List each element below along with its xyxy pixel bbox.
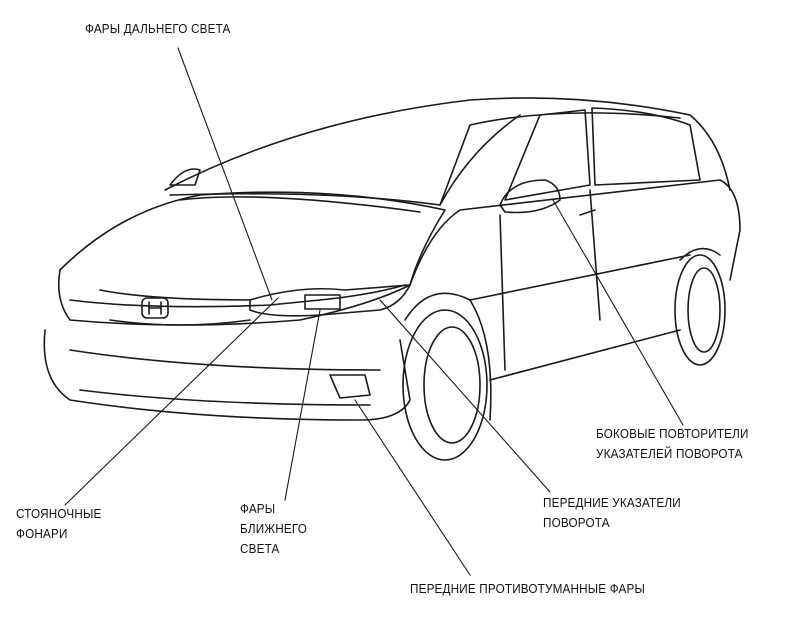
label-high-beam: ФАРЫ ДАЛЬНЕГО СВЕТА xyxy=(85,19,231,39)
leader-fog xyxy=(354,399,471,576)
label-line: БОКОВЫЕ ПОВТОРИТЕЛИ xyxy=(596,426,749,441)
label-line: СТОЯНОЧНЫЕ xyxy=(16,506,102,521)
leader-side-repeaters xyxy=(552,199,684,426)
label-line: УКАЗАТЕЛЕЙ ПОВОРОТА xyxy=(596,446,743,461)
label-side-repeaters: БОКОВЫЕ ПОВТОРИТЕЛИ УКАЗАТЕЛЕЙ ПОВОРОТА xyxy=(596,424,749,464)
label-fog: ПЕРЕДНИЕ ПРОТИВОТУМАННЫЕ ФАРЫ xyxy=(410,579,645,599)
honda-logo xyxy=(141,297,169,319)
label-front-turn: ПЕРЕДНИЕ УКАЗАТЕЛИ ПОВОРОТА xyxy=(543,493,681,533)
label-parking: СТОЯНОЧНЫЕ ФОНАРИ xyxy=(16,504,101,544)
label-line: ПЕРЕДНИЕ УКАЗАТЕЛИ xyxy=(543,495,681,510)
leader-parking xyxy=(64,297,279,506)
leader-lines xyxy=(64,47,684,576)
label-line: ФАРЫ ДАЛЬНЕГО СВЕТА xyxy=(85,21,231,36)
label-line: ПОВОРОТА xyxy=(543,515,610,530)
label-line: ФАРЫ xyxy=(240,501,276,516)
car-body-outline xyxy=(43,97,741,461)
label-line: ПЕРЕДНИЕ ПРОТИВОТУМАННЫЕ ФАРЫ xyxy=(410,581,646,596)
leader-front-turn xyxy=(379,299,551,493)
leader-low-beam xyxy=(284,309,321,501)
label-line: СВЕТА xyxy=(240,541,280,556)
label-line: БЛИЖНЕГО xyxy=(240,521,308,536)
label-low-beam: ФАРЫ БЛИЖНЕГО СВЕТА xyxy=(240,499,307,559)
label-line: ФОНАРИ xyxy=(16,526,68,541)
leader-high-beam xyxy=(177,47,273,301)
